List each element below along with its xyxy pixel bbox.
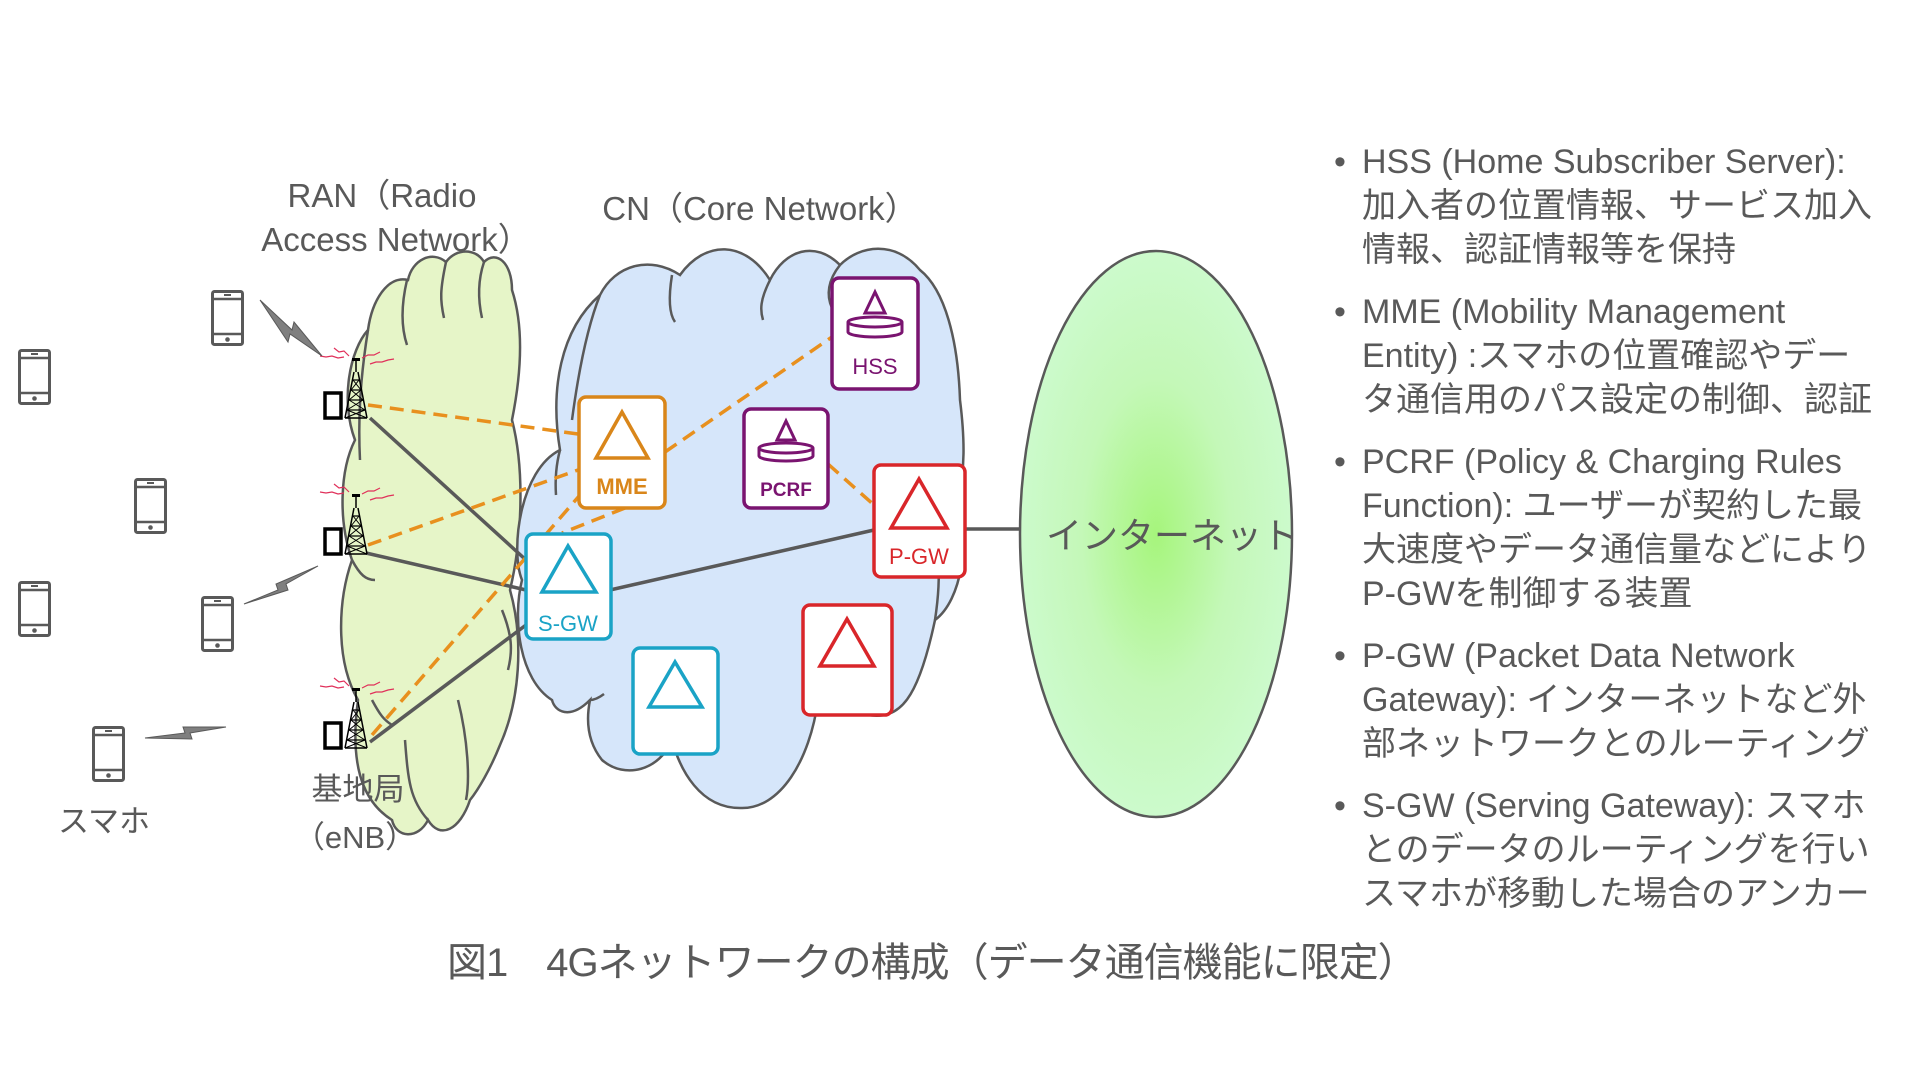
description-line: Entity) :スマホの位置確認やデー (1362, 337, 1851, 375)
node-pgw-label: P-GW (889, 544, 949, 569)
bullet-icon: • (1334, 293, 1346, 331)
ctrl-mme-sgw (561, 506, 626, 535)
link-enb3-sgw (368, 623, 528, 744)
ran-cloud-folds (350, 261, 513, 821)
figure-caption: 図1 4Gネットワークの構成（データ通信機能に限定） (447, 941, 1418, 985)
ran-title-line2: Access Network） (261, 221, 531, 258)
radio-link-bolt-3 (144, 726, 227, 740)
description-line: 加入者の位置情報、サービス加入 (1362, 187, 1872, 225)
node-sgw-spare (631, 646, 720, 756)
internet-ellipse (1018, 249, 1294, 819)
node-pgw-spare (801, 603, 894, 717)
node-hss: HSS (830, 276, 920, 391)
node-pgw: P-GW (872, 463, 967, 579)
bullet-icon: • (1334, 143, 1346, 181)
ran-cloud (339, 250, 522, 836)
smartphone-icon (92, 726, 125, 782)
smartphone-icon (211, 290, 244, 346)
node-mme: MME (577, 395, 667, 510)
base-station-label: 基地局 (312, 772, 405, 807)
ctrl-enb2-mme (367, 468, 579, 547)
node-sgw-label: S-GW (538, 611, 598, 636)
smartphone-icon (18, 349, 51, 405)
description-line: スマホが移動した場合のアンカー (1362, 875, 1870, 913)
smartphone-icon (134, 478, 167, 534)
ctrl-mme-hss (664, 335, 833, 454)
base-station-sublabel: （eNB） (294, 820, 416, 855)
smartphone-icon (201, 596, 234, 652)
bullet-icon: • (1334, 637, 1346, 675)
cn-title: CN（Core Network） (602, 190, 917, 227)
node-pcrf-label: PCRF (760, 480, 812, 501)
ran-title-line1: RAN（Radio (288, 177, 477, 214)
radio-link-bolt-2 (243, 565, 319, 605)
description-line: P-GWを制御する装置 (1362, 575, 1693, 613)
description-line: HSS (Home Subscriber Server): (1362, 143, 1846, 181)
node-sgw: S-GW (524, 532, 613, 641)
bullet-icon: • (1334, 787, 1346, 825)
description-line: Function): ユーザーが契約した最 (1362, 487, 1862, 525)
description-line: とのデータのルーティングを行い (1362, 831, 1870, 869)
smartphone-icon (18, 581, 51, 637)
radio-link-bolt-1 (259, 299, 323, 357)
description-line: S-GW (Serving Gateway): スマホ (1362, 787, 1866, 825)
description-line: 部ネットワークとのルーティング (1362, 725, 1870, 763)
description-line: 大速度やデータ通信量などにより (1362, 531, 1872, 569)
smartphone-label: スマホ (58, 804, 150, 839)
bullet-icon: • (1334, 443, 1346, 481)
node-hss-label: HSS (852, 354, 897, 379)
description-line: MME (Mobility Management (1362, 293, 1786, 331)
link-enb1-sgw (368, 416, 528, 562)
link-sgw-pgw (609, 528, 875, 592)
node-mme-label: MME (596, 474, 647, 499)
description-item-sgw: • S-GW (Serving Gateway): スマホとのデータのルーティング… (1330, 784, 1920, 916)
description-line: タ通信用のパス設定の制御、認証 (1362, 381, 1872, 419)
link-enb2-sgw (365, 551, 527, 592)
description-line: 情報、認証情報等を保持 (1362, 231, 1736, 269)
description-line: Gateway): インターネットなど外 (1362, 681, 1867, 719)
description-line: P-GW (Packet Data Network (1362, 637, 1795, 675)
internet-label: インターネット (1046, 515, 1298, 556)
description-item-hss: • HSS (Home Subscriber Server): 加入者の位置情報、サ… (1330, 140, 1920, 272)
ctrl-pcrf-pgw (826, 462, 876, 507)
ctrl-enb1-mme (367, 403, 579, 436)
description-line: PCRF (Policy & Charging Rules (1362, 443, 1842, 481)
node-pcrf: PCRF (742, 407, 830, 510)
component-descriptions: • HSS (Home Subscriber Server): 加入者の位置情報、サ… (1330, 140, 1920, 934)
